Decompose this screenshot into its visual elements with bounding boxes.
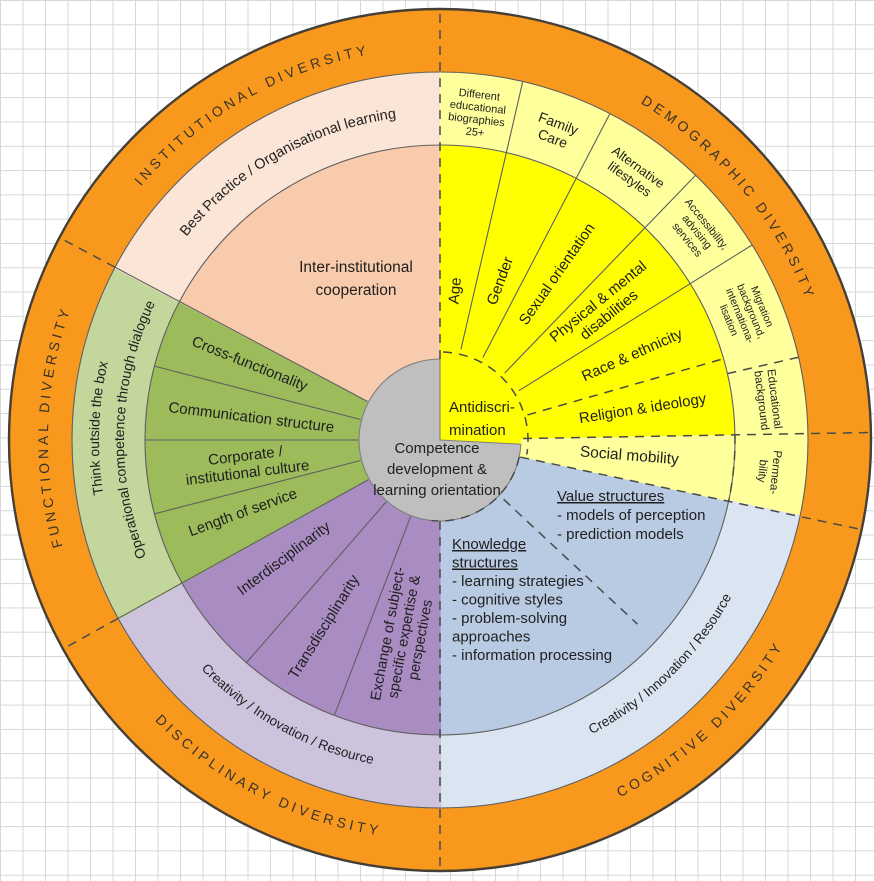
- ring-disciplinary: [117, 582, 442, 809]
- label-value-structures-line-0: Value structures: [557, 488, 664, 505]
- ring-institutional: [114, 72, 440, 303]
- label-knowledge-structures-line-0: Knowledge: [452, 536, 526, 553]
- ring-boundary-outer: [71, 71, 809, 809]
- dash-arc-antidiscrimination: [443, 351, 529, 455]
- div-physical-race: [518, 244, 753, 392]
- label-age-line-0: Age: [445, 277, 464, 305]
- dash-arc-hub-cognitive: [431, 456, 520, 522]
- inner-institutional: [179, 145, 441, 440]
- div-exchange-trans: [333, 516, 412, 716]
- div-functional-institutional: [114, 266, 368, 402]
- dash-race-religion: [527, 357, 724, 416]
- div-trans-inter: [246, 501, 387, 664]
- label-age: Age: [445, 277, 464, 305]
- div-gender-sexual: [482, 113, 611, 358]
- dash-orange-functional-institutional: [59, 236, 116, 268]
- ring-cognitive: [438, 500, 801, 809]
- label-knowledge-structures-line-6: - information processing: [452, 647, 612, 664]
- inner-cognitive: [438, 440, 729, 736]
- label-permeability: Permea-bility: [755, 450, 783, 495]
- dash-value-knowledge: [503, 498, 638, 625]
- label-inter-institutional-line-0: Inter-institutional: [299, 259, 413, 276]
- hub-label: Competence development & learning orientat…: [373, 440, 501, 499]
- dash-demographic-cognitive: [520, 456, 862, 531]
- label-inter-institutional: Inter-institutional cooperation: [299, 259, 413, 299]
- dash-arc-social-outer: [727, 434, 736, 502]
- inner-demographic: [440, 145, 736, 456]
- wheel-lines: [7, 7, 873, 873]
- div-sexual-physical: [504, 174, 697, 374]
- hub-label-line-0: Competence: [394, 440, 479, 457]
- dash-religion-social: [522, 431, 871, 440]
- hub-label-line-1: development &: [387, 461, 487, 478]
- div-length-corporate: [154, 459, 361, 515]
- label-different-educational-line-0: Different: [458, 87, 500, 104]
- label-antidiscrimination: Antidiscri-mination: [449, 399, 515, 439]
- label-antidiscrimination-line-0: Antidiscri-: [449, 399, 515, 416]
- inner-functional: [145, 300, 440, 584]
- hub-label-line-2: learning orientation: [373, 482, 501, 499]
- label-value-structures-line-2: - prediction models: [557, 526, 684, 543]
- label-knowledge-structures-line-3: - cognitive styles: [452, 592, 563, 609]
- label-knowledge-structures-line-1: structures: [452, 555, 518, 572]
- dash-migration-educational: [727, 356, 799, 375]
- wedge-social-mobility: [519, 434, 736, 502]
- label-value-structures-line-1: - models of perception: [557, 507, 705, 524]
- label-knowledge-structures-line-5: approaches: [452, 629, 530, 646]
- label-permeability-line-0: Permea-: [767, 450, 783, 495]
- label-knowledge-structures-line-2: - learning strategies: [452, 573, 584, 590]
- ring-demographic: [440, 72, 809, 517]
- label-permeability-line-1: bility: [755, 459, 769, 483]
- label-knowledge-structures-line-4: - problem-solving: [452, 610, 567, 627]
- ring-functional: [71, 266, 183, 620]
- label-different-educational-line-3: 25+: [465, 126, 485, 140]
- div-communication-cross: [154, 365, 361, 421]
- dash-orange-disciplinary-functional: [62, 617, 119, 650]
- label-antidiscrimination-line-1: mination: [449, 422, 506, 439]
- div-disciplinary-functional: [117, 479, 369, 619]
- wheel-outline: [7, 7, 873, 873]
- label-value-structures: Value structures - models of perception - …: [557, 488, 705, 543]
- label-inter-institutional-line-1: cooperation: [315, 282, 396, 299]
- div-age-gender: [460, 81, 524, 350]
- label-knowledge-structures: Knowledge structures- learning strategies…: [452, 536, 612, 664]
